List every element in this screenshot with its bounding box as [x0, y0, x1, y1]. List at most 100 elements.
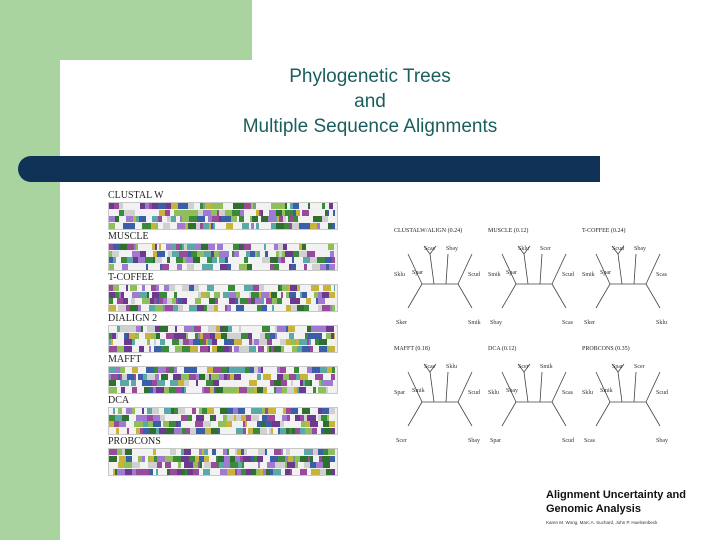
- alignment-cell: [231, 216, 237, 222]
- alignment-cell: [132, 455, 138, 462]
- alignment-cell: [287, 203, 290, 209]
- alignment-cell: [256, 345, 258, 352]
- alignment-cell: [266, 244, 268, 250]
- alignment-cell: [257, 244, 264, 250]
- alignment-cell: [193, 421, 195, 427]
- alignment-cell: [184, 367, 190, 373]
- alignment-cell: [236, 427, 243, 434]
- alignment-cell: [224, 455, 230, 462]
- alignment-cell: [172, 339, 179, 345]
- alignment-cell: [264, 345, 267, 352]
- alignment-cell: [322, 332, 326, 339]
- alignment-cell: [212, 449, 216, 455]
- alignment-cell: [146, 250, 153, 257]
- alignment-cell: [321, 414, 327, 421]
- alignment-cell: [221, 285, 228, 291]
- alignment-cell: [314, 380, 319, 386]
- alignment-cell: [115, 216, 119, 222]
- alignment-cell: [109, 257, 113, 263]
- tree-branch: [523, 245, 531, 255]
- tree-leaf-label: Spar: [394, 390, 405, 396]
- alignment-cell: [267, 414, 275, 421]
- alignment-cell: [220, 427, 222, 434]
- alignment-cell: [118, 304, 126, 311]
- alignment-cell: [327, 339, 335, 345]
- alignment-cell: [204, 455, 209, 462]
- alignment-cell: [161, 373, 168, 380]
- alignment-cell: [246, 468, 252, 475]
- alignment-cell: [274, 304, 282, 311]
- alignment-cell: [256, 468, 259, 475]
- alignment-cell: [163, 421, 169, 427]
- alignment-cell: [304, 449, 311, 455]
- alignment-cell: [134, 373, 136, 380]
- alignment-cell: [162, 449, 170, 455]
- tree-branch: [423, 245, 431, 255]
- alignment-cell: [119, 455, 126, 462]
- alignment-cell: [253, 298, 255, 304]
- alignment-cell: [184, 244, 187, 250]
- alignment-cell: [277, 332, 281, 339]
- alignment-cell: [289, 291, 296, 298]
- alignment-cell: [262, 326, 270, 332]
- alignment-cell: [265, 250, 268, 257]
- alignment-cell: [257, 373, 261, 380]
- alignment-cell: [268, 244, 274, 250]
- alignment-cell: [249, 291, 251, 298]
- alignment-cell: [289, 332, 294, 339]
- alignment-cell: [159, 244, 161, 250]
- alignment-cell: [252, 263, 257, 270]
- alignment-cell: [282, 285, 288, 291]
- alignment-cell: [307, 326, 311, 332]
- alignment-cell: [261, 298, 264, 304]
- alignment-cell: [177, 468, 181, 475]
- alignment-cell: [200, 332, 203, 339]
- alignment-cell: [252, 462, 258, 468]
- tree-branch: [633, 371, 637, 403]
- alignment-cell: [307, 414, 313, 421]
- tree-leaf-label: Sklu: [446, 364, 458, 370]
- alignment-cell: [331, 285, 334, 291]
- alignment-cell: [317, 257, 325, 263]
- alignment-cell: [154, 367, 158, 373]
- tree-title: T-COFFEE (0.24): [582, 228, 626, 234]
- alignment-cell: [109, 339, 111, 345]
- alignment-cell: [159, 285, 164, 291]
- alignment-cell: [211, 222, 213, 229]
- alignment-cell: [319, 380, 321, 386]
- alignment-cell: [217, 209, 219, 216]
- alignment-cell: [212, 468, 220, 475]
- alignment-cell: [219, 257, 225, 263]
- alignment-cell: [148, 455, 150, 462]
- tree-branches: [501, 245, 567, 309]
- alignment-cell: [142, 244, 146, 250]
- alignment-cell: [147, 222, 151, 229]
- alignment-cell: [219, 380, 227, 386]
- alignment-cell: [310, 203, 317, 209]
- alignment-cell: [207, 408, 214, 414]
- alignment-cell: [189, 304, 197, 311]
- alignment-cell: [294, 367, 299, 373]
- alignment-strip: [108, 325, 338, 353]
- alignment-cell: [132, 408, 135, 414]
- alignment-cell: [324, 427, 331, 434]
- alignment-cell: [157, 380, 165, 386]
- alignment-cell: [266, 298, 272, 304]
- alignment-cell: [280, 339, 286, 345]
- alignment-cell: [299, 250, 307, 257]
- alignment-cell: [256, 203, 263, 209]
- alignment-cell: [181, 468, 185, 475]
- alignment-cell: [226, 216, 231, 222]
- alignment-cell: [174, 291, 177, 298]
- alignment-cell: [325, 209, 327, 216]
- alignment-cell: [197, 263, 202, 270]
- tree-leaf-label: Scud: [612, 246, 624, 252]
- alignment-cell: [220, 468, 227, 475]
- alignment-cell: [162, 339, 165, 345]
- alignment-cell: [109, 250, 112, 257]
- alignment-cell: [332, 222, 335, 229]
- alignment-cell: [208, 449, 212, 455]
- alignment-cell: [156, 332, 160, 339]
- alignment-cell: [241, 285, 244, 291]
- alignment-cell: [258, 345, 264, 352]
